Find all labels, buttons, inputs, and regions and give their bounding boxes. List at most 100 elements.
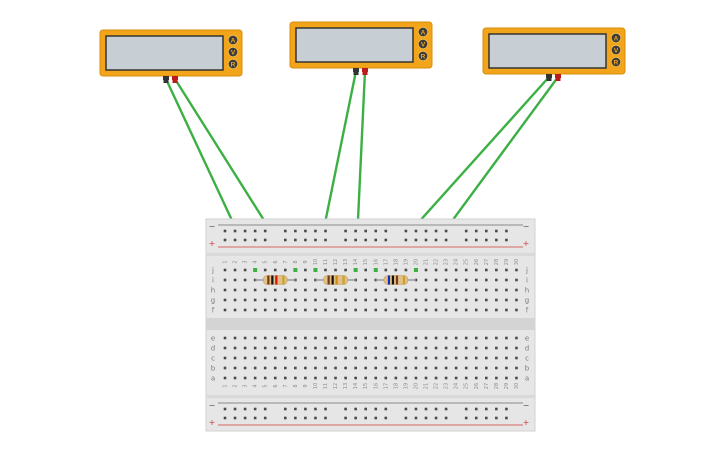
hole-g30[interactable] [515, 298, 518, 302]
hole-f4[interactable] [253, 308, 257, 312]
hole-f5[interactable] [263, 308, 267, 312]
hole-a16[interactable] [374, 376, 378, 380]
rail-hole-top-plus[interactable] [444, 238, 448, 242]
hole-i1[interactable] [223, 278, 227, 282]
hole-e22[interactable] [434, 336, 438, 340]
hole-b17[interactable] [384, 366, 388, 370]
hole-c15[interactable] [364, 356, 367, 360]
rail-hole-top-minus[interactable] [233, 229, 237, 233]
hole-h8[interactable] [294, 288, 297, 292]
hole-h23[interactable] [444, 288, 448, 292]
hole-b7[interactable] [284, 366, 287, 370]
hole-h27[interactable] [485, 288, 488, 292]
hole-d10[interactable] [314, 346, 317, 350]
hole-g12[interactable] [334, 298, 337, 302]
hole-d21[interactable] [424, 346, 428, 350]
mode-v-button[interactable]: V [417, 38, 429, 50]
rail-hole-bottom-plus[interactable] [474, 416, 478, 420]
hole-f3[interactable] [243, 308, 247, 312]
rail-hole-top-minus[interactable] [444, 229, 448, 233]
hole-e20[interactable] [414, 336, 418, 340]
hole-j26[interactable] [474, 268, 478, 272]
hole-i28[interactable] [495, 278, 498, 282]
resistor[interactable] [255, 275, 296, 285]
hole-d1[interactable] [223, 346, 227, 350]
rail-hole-bottom-plus[interactable] [314, 416, 317, 420]
hole-i15[interactable] [364, 278, 367, 282]
hole-h2[interactable] [233, 288, 237, 292]
hole-h7[interactable] [284, 288, 287, 292]
hole-g11[interactable] [324, 298, 327, 302]
hole-j3[interactable] [243, 268, 247, 272]
hole-b22[interactable] [434, 366, 438, 370]
hole-j19[interactable] [404, 268, 408, 272]
hole-h21[interactable] [424, 288, 428, 292]
rail-hole-top-plus[interactable] [354, 238, 357, 242]
hole-e27[interactable] [485, 336, 488, 340]
hole-f20[interactable] [414, 308, 418, 312]
hole-h18[interactable] [394, 288, 398, 292]
hole-c20[interactable] [414, 356, 418, 360]
hole-h6[interactable] [273, 288, 277, 292]
hole-g17[interactable] [384, 298, 388, 302]
rail-hole-bottom-minus[interactable] [485, 407, 488, 411]
hole-a29[interactable] [505, 376, 508, 380]
hole-h26[interactable] [474, 288, 478, 292]
hole-c3[interactable] [243, 356, 247, 360]
hole-a22[interactable] [434, 376, 438, 380]
hole-d25[interactable] [464, 346, 468, 350]
hole-e14[interactable] [354, 336, 357, 340]
hole-f15[interactable] [364, 308, 367, 312]
hole-e11[interactable] [324, 336, 327, 340]
rail-hole-bottom-plus[interactable] [384, 416, 388, 420]
hole-h25[interactable] [464, 288, 468, 292]
hole-i27[interactable] [485, 278, 488, 282]
rail-hole-top-plus[interactable] [404, 238, 408, 242]
rail-hole-bottom-plus[interactable] [424, 416, 428, 420]
hole-g1[interactable] [223, 298, 227, 302]
hole-h16[interactable] [374, 288, 378, 292]
hole-i14[interactable] [354, 278, 357, 282]
hole-f16[interactable] [374, 308, 378, 312]
hole-a7[interactable] [284, 376, 287, 380]
hole-b1[interactable] [223, 366, 227, 370]
hole-d2[interactable] [233, 346, 237, 350]
rail-hole-top-plus[interactable] [414, 238, 418, 242]
hole-d19[interactable] [404, 346, 408, 350]
hole-h17[interactable] [384, 288, 388, 292]
hole-e21[interactable] [424, 336, 428, 340]
hole-g20[interactable] [414, 298, 418, 302]
hole-e9[interactable] [304, 336, 307, 340]
hole-j7[interactable] [284, 268, 287, 272]
rail-hole-bottom-plus[interactable] [354, 416, 357, 420]
hole-a13[interactable] [344, 376, 347, 380]
resistor[interactable] [375, 275, 416, 285]
rail-hole-bottom-plus[interactable] [223, 416, 227, 420]
hole-a17[interactable] [384, 376, 388, 380]
hole-c25[interactable] [464, 356, 468, 360]
hole-g5[interactable] [263, 298, 267, 302]
hole-b25[interactable] [464, 366, 468, 370]
rail-hole-top-minus[interactable] [294, 229, 297, 233]
hole-g15[interactable] [364, 298, 367, 302]
hole-a24[interactable] [454, 376, 458, 380]
hole-d13[interactable] [344, 346, 347, 350]
hole-h12[interactable] [334, 288, 337, 292]
rail-hole-top-minus[interactable] [364, 229, 367, 233]
rail-hole-bottom-minus[interactable] [364, 407, 367, 411]
hole-f17[interactable] [384, 308, 388, 312]
rail-hole-top-plus[interactable] [284, 238, 287, 242]
hole-a12[interactable] [334, 376, 337, 380]
hole-g14[interactable] [354, 298, 357, 302]
hole-d17[interactable] [384, 346, 388, 350]
hole-d16[interactable] [374, 346, 378, 350]
mode-r-button[interactable]: R [610, 56, 622, 68]
hole-d14[interactable] [354, 346, 357, 350]
hole-j22[interactable] [434, 268, 438, 272]
hole-e25[interactable] [464, 336, 468, 340]
mode-v-button[interactable]: V [610, 44, 622, 56]
rail-hole-bottom-minus[interactable] [253, 407, 257, 411]
hole-e13[interactable] [344, 336, 347, 340]
hole-g24[interactable] [454, 298, 458, 302]
hole-i9[interactable] [304, 278, 307, 282]
